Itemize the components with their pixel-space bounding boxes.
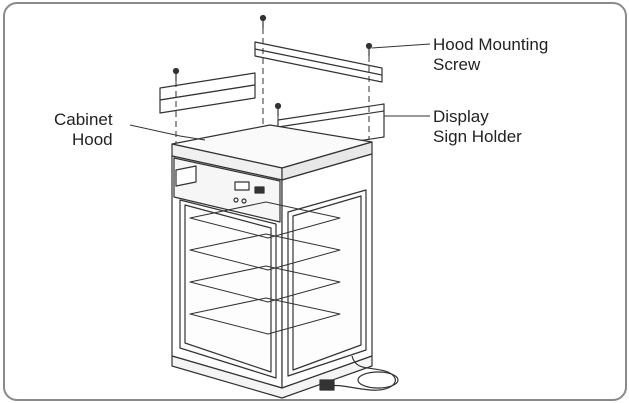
cabinet-hood-label-line2: Hood xyxy=(71,130,113,149)
cabinet-hood-label: Cabinet Hood xyxy=(54,110,113,150)
display-sign-holder-label: Display Sign Holder xyxy=(433,107,522,147)
rear-mounting-bracket xyxy=(254,41,383,83)
hood-mounting-screw-label-line1: Hood Mounting xyxy=(433,35,549,54)
cabinet-hood xyxy=(171,124,373,181)
screw-icon xyxy=(365,42,373,56)
leader-lines xyxy=(129,43,431,141)
cabinet-hood-label-line1: Cabinet xyxy=(54,110,113,129)
wire-shelves xyxy=(189,201,341,335)
display-sign-holder-label-line1: Display xyxy=(433,107,489,126)
display-sign-holder-label-line2: Sign Holder xyxy=(433,127,522,146)
screw-icon xyxy=(259,14,267,28)
hood-mounting-screw-label: Hood Mounting Screw xyxy=(433,35,548,75)
screw-icon xyxy=(274,102,282,116)
hood-mounting-screw-label-line2: Screw xyxy=(433,55,481,74)
left-mounting-bracket xyxy=(159,72,256,114)
screw-icon xyxy=(172,67,180,81)
cabinet-body xyxy=(171,153,373,399)
power-cord xyxy=(319,355,399,391)
